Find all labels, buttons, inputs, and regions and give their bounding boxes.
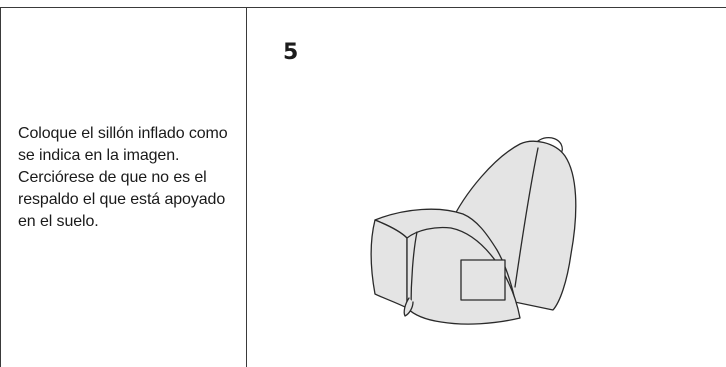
table-border-top <box>0 7 726 8</box>
step-number: 5 <box>283 40 299 65</box>
table-column-divider <box>246 7 247 367</box>
valve-tab <box>403 297 414 317</box>
instruction-text: Coloque el sillón inflado como se indica… <box>18 125 228 230</box>
inflatable-armchair-illustration <box>370 137 577 325</box>
backrest-fold <box>514 147 539 288</box>
table-border-left <box>0 7 1 367</box>
side-pocket <box>460 259 506 301</box>
seat-front <box>370 219 408 309</box>
seam-line <box>410 231 418 308</box>
